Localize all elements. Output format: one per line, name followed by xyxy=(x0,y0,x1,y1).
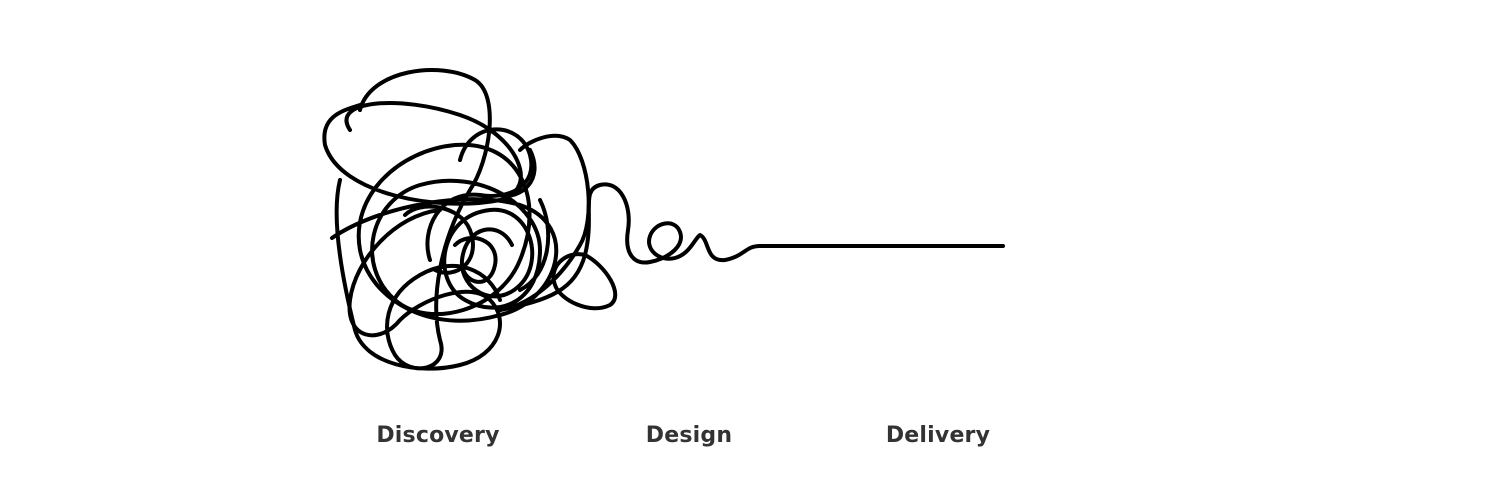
phase-label-design: Design xyxy=(645,423,733,448)
unwinding-tail xyxy=(498,182,762,312)
tangle-loops xyxy=(322,68,591,371)
phase-label-delivery: Delivery xyxy=(885,423,991,448)
phase-label-discovery: Discovery xyxy=(376,423,500,448)
tail-loop xyxy=(551,252,618,311)
